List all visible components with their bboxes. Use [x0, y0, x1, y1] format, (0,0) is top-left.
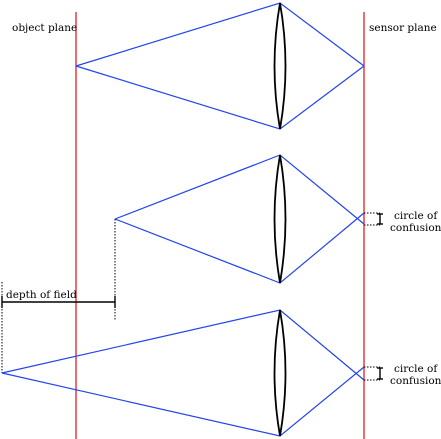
far-object-ray-diagram [1, 309, 383, 437]
lens [273, 2, 287, 130]
depth-of-field-annotation [1, 282, 116, 373]
ray-upper [114, 154, 365, 225]
near-object-ray-diagram [114, 154, 383, 320]
sensor-plane-label: sensor plane [369, 22, 437, 34]
ray-upper [1, 309, 365, 381]
lens [273, 154, 287, 284]
depth-of-field-label: depth of field [6, 289, 77, 301]
ray-lower [75, 65, 365, 130]
circle-of-confusion-label-1a: circle of [394, 210, 438, 222]
circle-of-confusion-label-2b: confusion [390, 375, 441, 387]
focused-ray-diagram [75, 2, 365, 130]
circle-of-confusion-label-1b: confusion [390, 222, 441, 234]
ray-lower [1, 366, 365, 437]
circle-of-confusion-label-2a: circle of [394, 363, 438, 375]
ray-upper [75, 2, 365, 67]
lens [273, 309, 287, 437]
ray-lower [114, 212, 365, 284]
object-plane-label: object plane [12, 22, 77, 34]
